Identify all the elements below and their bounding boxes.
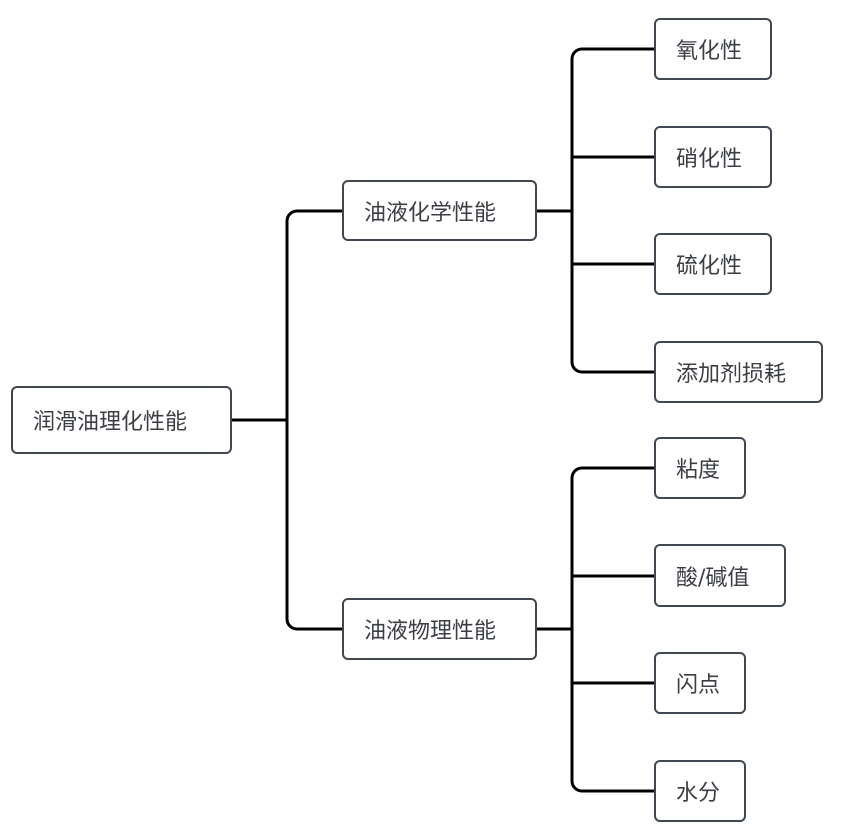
root-node: 润滑油理化性能 <box>11 386 232 454</box>
node-water-content: 水分 <box>654 760 746 822</box>
node-flash-point: 闪点 <box>654 652 746 714</box>
node-sulfuration: 硫化性 <box>654 233 772 295</box>
node-physical-properties: 油液物理性能 <box>342 598 537 660</box>
node-acid-base-number: 酸/碱值 <box>654 544 786 607</box>
connector-chemical-branch <box>537 47 655 374</box>
node-viscosity: 粘度 <box>654 437 746 499</box>
node-oxidation: 氧化性 <box>654 18 772 80</box>
connector-physical-branch <box>537 466 655 793</box>
connector-root-trunk <box>232 209 343 631</box>
node-chemical-properties: 油液化学性能 <box>342 180 537 241</box>
node-nitration: 硝化性 <box>654 126 772 188</box>
node-additive-depletion: 添加剂损耗 <box>654 341 823 403</box>
